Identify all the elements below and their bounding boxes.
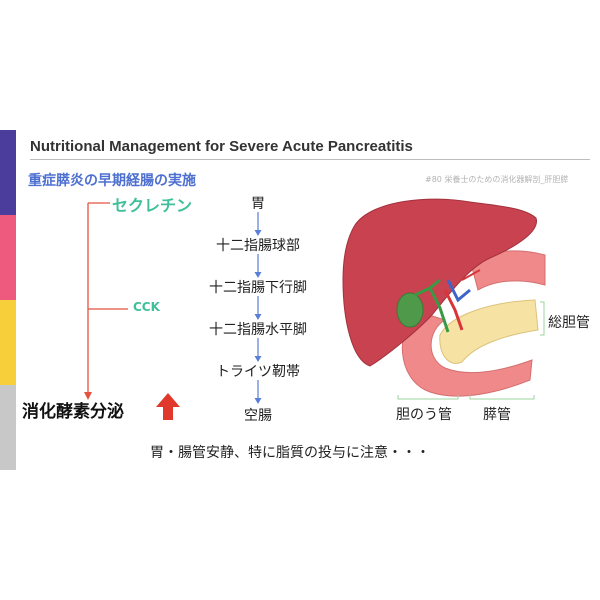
- common-bile-duct-label: 総胆管: [548, 315, 590, 331]
- source-tag: #80 栄養士のための消化器解剖_肝胆膵: [425, 175, 569, 184]
- enzyme-secretion-label: 消化酵素分泌: [22, 402, 124, 422]
- up-arrow-icon: [156, 393, 180, 420]
- slide-subtitle: 重症膵炎の早期経腸の実施: [28, 173, 196, 189]
- diagram-canvas: [84, 198, 546, 420]
- gallbladder-duct-label: 胆のう管: [396, 407, 452, 423]
- title-divider: [30, 159, 590, 160]
- accent-bar-yellow: [0, 300, 16, 385]
- route-arrows: [254, 212, 262, 404]
- accent-bar-purple: [0, 130, 16, 215]
- pancreatic-duct-label: 膵管: [483, 407, 511, 423]
- route-jejunum: 空腸: [244, 408, 272, 424]
- caution-note: 胃・腸管安静、特に脂質の投与に注意・・・: [150, 445, 430, 461]
- route-stomach: 胃: [251, 196, 265, 212]
- cck-label: CCK: [133, 300, 160, 314]
- route-horizontal-duodenum: 十二指腸水平脚: [209, 322, 307, 338]
- slide: Nutritional Management for Severe Acute …: [0, 130, 600, 470]
- hormone-bracket: [87, 202, 128, 396]
- label-brackets: [397, 301, 545, 400]
- liver-pancreas-illustration: [342, 198, 546, 397]
- slide-title: Nutritional Management for Severe Acute …: [30, 138, 413, 155]
- route-duodenal-bulb: 十二指腸球部: [216, 238, 300, 254]
- secretin-label: セクレチン: [112, 196, 193, 215]
- route-ligament-of-treitz: トライツ靭帯: [216, 364, 300, 380]
- accent-bar-gray: [0, 385, 16, 470]
- bracket-arrowhead: [84, 392, 92, 400]
- route-descending-duodenum: 十二指腸下行脚: [209, 280, 307, 296]
- accent-bar-pink: [0, 215, 16, 300]
